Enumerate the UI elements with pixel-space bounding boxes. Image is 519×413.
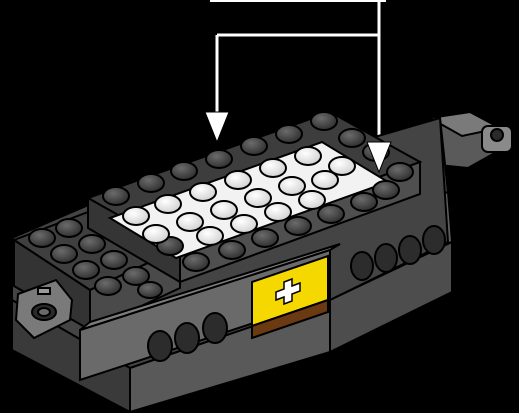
- instruction-step-canvas: [0, 0, 519, 413]
- brick-assembly-diagram: [0, 0, 519, 413]
